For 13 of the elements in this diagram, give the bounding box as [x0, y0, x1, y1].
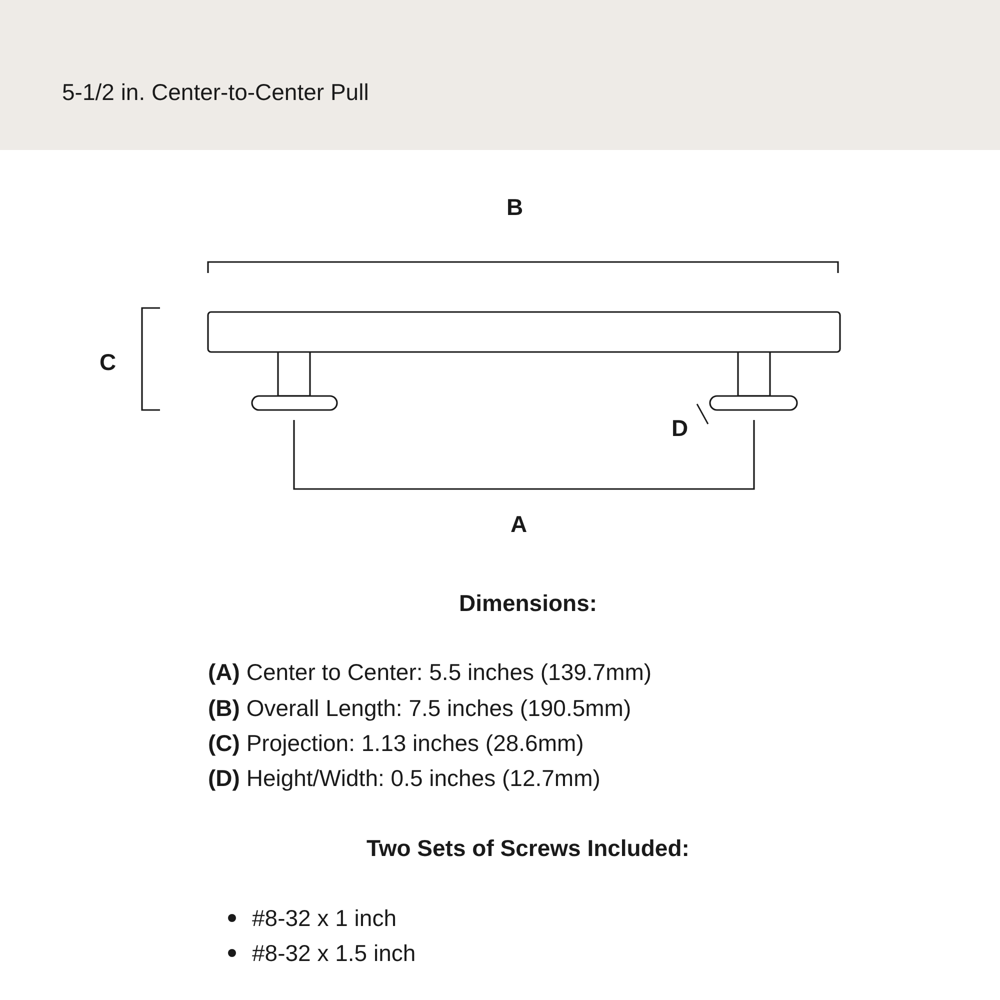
section-heading: Two Sets of Screws Included:	[366, 834, 690, 862]
title: 5-1/2 in. Center-to-Center Pull	[62, 78, 369, 106]
list-item: #8-32 x 1 inch	[252, 904, 396, 932]
dimension-spec: (C) Projection: 1.13 inches (28.6mm)	[208, 729, 584, 757]
dimension-letter: C	[100, 348, 116, 376]
dimension-letter: D	[672, 414, 688, 442]
dimension-spec: (B) Overall Length: 7.5 inches (190.5mm)	[208, 694, 632, 722]
dimension-spec: (D) Height/Width: 0.5 inches (12.7mm)	[208, 764, 600, 792]
list-item: #8-32 x 1.5 inch	[252, 939, 416, 967]
dimension-letter: B	[506, 193, 524, 221]
dimension-letter: A	[510, 510, 528, 538]
section-heading: Dimensions:	[459, 589, 598, 617]
dimension-spec: (A) Center to Center: 5.5 inches (139.7mm)	[208, 658, 652, 686]
